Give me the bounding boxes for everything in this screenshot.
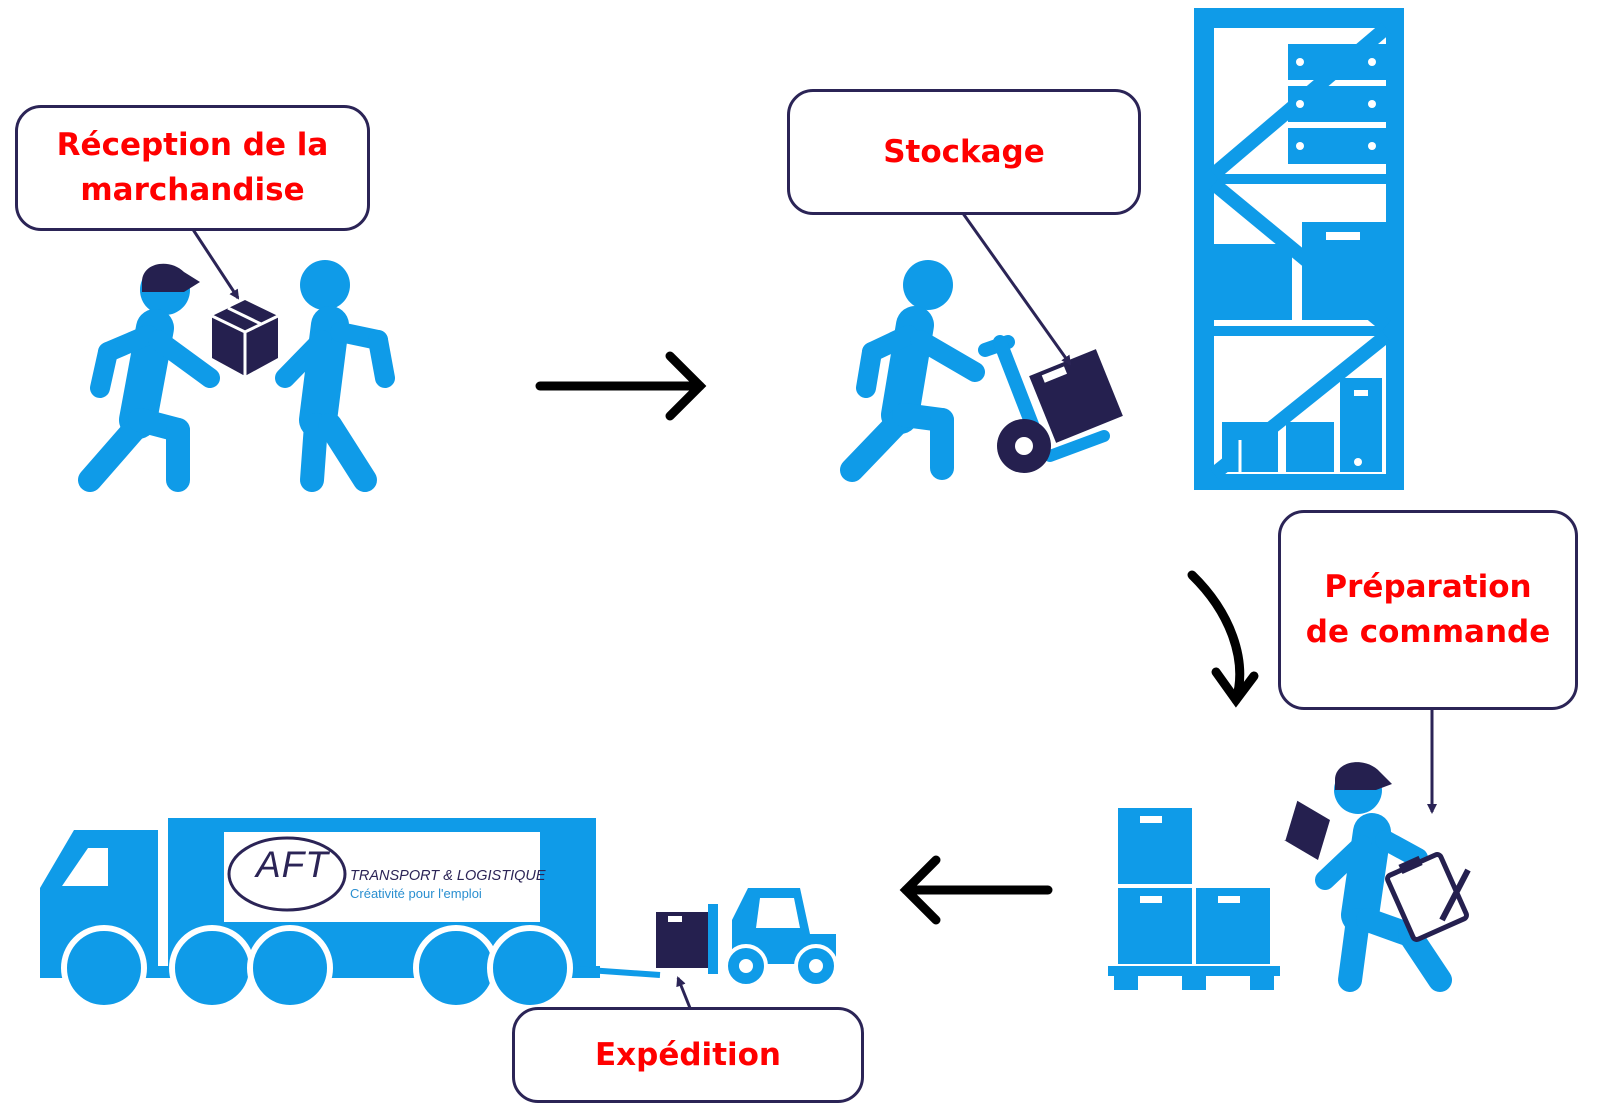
arrow-right-icon bbox=[535, 351, 707, 421]
step-label-reception-line2: marchandise bbox=[80, 172, 305, 208]
pallet-boxes-icon bbox=[1108, 808, 1280, 990]
step-label-preparation-line1: Préparation bbox=[1324, 569, 1532, 606]
step-label-reception: Réception de la marchandise bbox=[15, 105, 370, 231]
cardboard-box-icon bbox=[211, 300, 279, 376]
worker-handover-icon bbox=[78, 260, 395, 492]
truck-logo-line1: TRANSPORT & LOGISTIQUE bbox=[350, 868, 546, 884]
callout-pointers bbox=[190, 211, 1437, 1009]
curved-arrow-down-icon bbox=[1187, 570, 1259, 708]
storage-rack-icon bbox=[1194, 8, 1404, 490]
step-label-preparation: Préparation de commande bbox=[1278, 510, 1578, 710]
step-label-reception-line1: Réception de la bbox=[56, 127, 329, 164]
step-label-expedition-line1: Expédition bbox=[594, 1036, 781, 1073]
step-label-expedition: Expédition bbox=[512, 1007, 864, 1103]
step-label-stockage-line1: Stockage bbox=[883, 133, 1045, 170]
truck-icon bbox=[40, 818, 661, 1011]
step-label-stockage: Stockage bbox=[787, 89, 1141, 215]
truck-logo-line2: Créativité pour l'emploi bbox=[350, 886, 482, 901]
arrow-left-icon bbox=[899, 855, 1053, 925]
step-label-preparation-line2: de commande bbox=[1305, 614, 1551, 650]
hand-truck-worker-icon bbox=[840, 260, 1123, 482]
forklift-icon bbox=[656, 888, 838, 988]
truck-logo-brand: AFT bbox=[256, 844, 329, 885]
clipboard-worker-icon bbox=[1282, 762, 1471, 992]
